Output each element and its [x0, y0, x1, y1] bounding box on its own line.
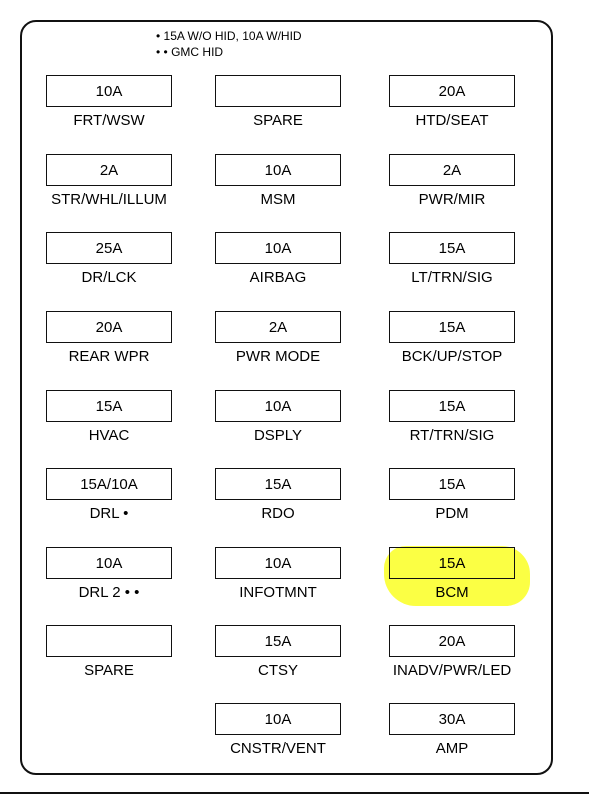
- fuse-slot: 15A HVAC: [45, 390, 173, 446]
- fuse-rating: 20A: [389, 625, 515, 657]
- fuse-rating: 15A: [389, 311, 515, 343]
- fuse-label: MSM: [260, 191, 296, 208]
- fuse-label: SPARE: [84, 662, 134, 679]
- fuse-rating: 2A: [389, 154, 515, 186]
- fuse-slot: 20A INADV/PWR/LED: [388, 625, 516, 681]
- fuse-rating: 20A: [389, 75, 515, 107]
- fuse-slot: 10A DRL 2 • •: [45, 547, 173, 603]
- fuse-label: BCK/UP/STOP: [401, 348, 503, 365]
- fuse-label: DR/LCK: [81, 269, 137, 286]
- fuse-label: PDM: [435, 505, 469, 522]
- fuse-label: INADV/PWR/LED: [392, 662, 512, 679]
- fuse-label: HVAC: [88, 427, 130, 444]
- fuse-rating: [46, 625, 172, 657]
- fuse-label: INFOTMNT: [239, 584, 317, 601]
- fuse-label: RDO: [261, 505, 295, 522]
- fuse-slot: 15A LT/TRN/SIG: [388, 232, 516, 288]
- legend-note-1: • 15A W/O HID, 10A W/HID: [156, 29, 302, 43]
- fuse-label: DRL •: [89, 505, 129, 522]
- fuse-slot: 15A CTSY: [214, 625, 342, 681]
- fuse-rating: 15A: [215, 625, 341, 657]
- fuse-slot: 15A BCM: [388, 547, 516, 603]
- fuse-label: DSPLY: [253, 427, 303, 444]
- fuse-label: CNSTR/VENT: [230, 740, 326, 757]
- fuse-label: FRT/WSW: [73, 112, 145, 129]
- fuse-rating: 25A: [46, 232, 172, 264]
- fuse-rating: 10A: [215, 547, 341, 579]
- fuse-slot: SPARE: [214, 75, 342, 131]
- fuse-label: HTD/SEAT: [415, 112, 489, 129]
- fuse-rating: 15A: [389, 468, 515, 500]
- bcm-highlight: [384, 546, 530, 606]
- fuse-label: AMP: [435, 740, 469, 757]
- fuse-rating: [215, 75, 341, 107]
- fuse-slot: 2A PWR MODE: [214, 311, 342, 367]
- fuse-slot: 10A FRT/WSW: [45, 75, 173, 131]
- fuse-rating: 10A: [215, 390, 341, 422]
- fuse-label: REAR WPR: [68, 348, 150, 365]
- fuse-slot: 10A CNSTR/VENT: [214, 703, 342, 759]
- fuse-rating: 2A: [46, 154, 172, 186]
- fuse-rating: 10A: [215, 154, 341, 186]
- fuse-slot: 10A MSM: [214, 154, 342, 210]
- fuse-rating: 2A: [215, 311, 341, 343]
- legend-note-2: • • GMC HID: [156, 45, 224, 59]
- fuse-label: LT/TRN/SIG: [411, 269, 493, 286]
- fuse-label: DRL 2 • •: [78, 584, 140, 601]
- bottom-divider: [0, 792, 589, 794]
- fuse-rating: 15A: [389, 547, 515, 579]
- fuse-label: CTSY: [257, 662, 298, 679]
- fuse-slot: 2A STR/WHL/ILLUM: [45, 154, 173, 210]
- fuse-slot: 20A HTD/SEAT: [388, 75, 516, 131]
- fuse-label: AIRBAG: [249, 269, 307, 286]
- fuse-label: BCM: [435, 584, 469, 601]
- fuse-label: RT/TRN/SIG: [409, 427, 495, 444]
- fuse-slot: 20A REAR WPR: [45, 311, 173, 367]
- fuse-label: PWR/MIR: [418, 191, 486, 208]
- fuse-slot: 10A AIRBAG: [214, 232, 342, 288]
- fuse-rating: 15A: [215, 468, 341, 500]
- fuse-rating: 30A: [389, 703, 515, 735]
- fuse-slot: 15A RT/TRN/SIG: [388, 390, 516, 446]
- fuse-rating: 10A: [46, 547, 172, 579]
- fuse-slot: 15A/10A DRL •: [45, 468, 173, 524]
- fuse-label: PWR MODE: [235, 348, 321, 365]
- fuse-rating: 10A: [215, 703, 341, 735]
- fuse-slot: 2A PWR/MIR: [388, 154, 516, 210]
- fuse-label: STR/WHL/ILLUM: [51, 191, 167, 208]
- fuse-rating: 15A: [389, 390, 515, 422]
- fuse-slot: 10A DSPLY: [214, 390, 342, 446]
- fuse-slot: 30A AMP: [388, 703, 516, 759]
- fuse-rating: 15A: [389, 232, 515, 264]
- fuse-rating: 10A: [46, 75, 172, 107]
- fuse-slot: 15A PDM: [388, 468, 516, 524]
- fuse-slot: 10A INFOTMNT: [214, 547, 342, 603]
- fuse-rating: 15A: [46, 390, 172, 422]
- fuse-rating: 10A: [215, 232, 341, 264]
- fuse-rating: 15A/10A: [46, 468, 172, 500]
- legend-notes: • 15A W/O HID, 10A W/HID • • GMC HID: [156, 28, 302, 60]
- fuse-slot: 15A RDO: [214, 468, 342, 524]
- fuse-label: SPARE: [253, 112, 303, 129]
- fuse-slot: SPARE: [45, 625, 173, 681]
- fuse-slot: 15A BCK/UP/STOP: [388, 311, 516, 367]
- fuse-rating: 20A: [46, 311, 172, 343]
- fuse-slot: 25A DR/LCK: [45, 232, 173, 288]
